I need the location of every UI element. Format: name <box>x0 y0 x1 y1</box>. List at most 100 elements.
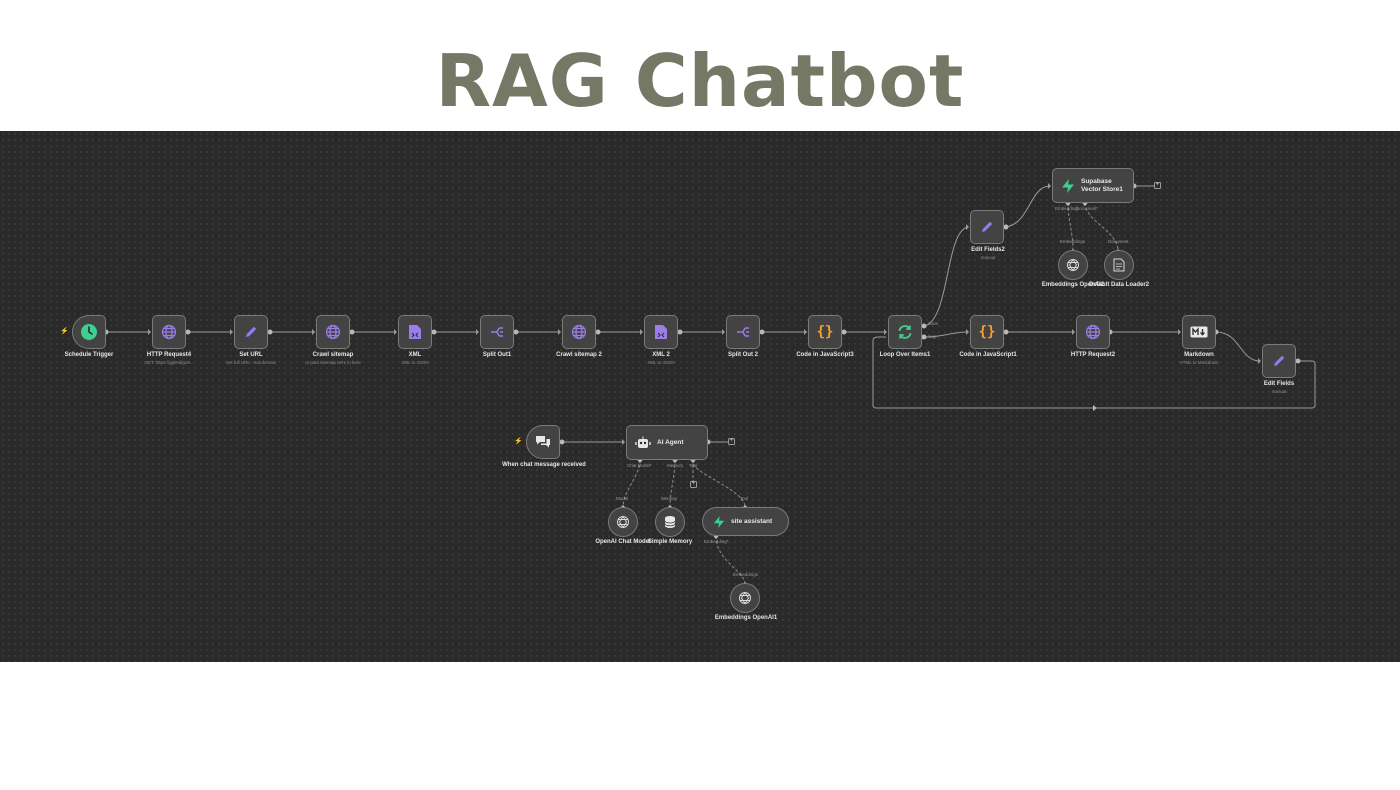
trigger-bolt-icon: ⚡ <box>60 328 69 335</box>
pencil-icon <box>1271 353 1287 369</box>
add-node-button[interactable]: + <box>728 438 735 445</box>
node-label: Split Out1 <box>482 352 512 358</box>
port-label-tool: Tool <box>740 496 749 501</box>
node-embeddings-openai1[interactable] <box>730 583 760 613</box>
node-label: HTTP Request2 <box>1070 352 1116 358</box>
node-openai-chat-model[interactable] <box>608 507 638 537</box>
split-icon <box>489 324 505 340</box>
node-loop-over-items1[interactable] <box>888 315 922 349</box>
node-subtitle: Set full URL --not domain <box>225 360 277 365</box>
node-label: Edit Fields2 <box>971 247 1005 253</box>
node-label: HTTP Request4 <box>146 352 192 358</box>
add-tool-button[interactable]: + <box>690 481 697 488</box>
node-label: Crawl sitemap <box>312 352 354 358</box>
node-label: Markdown <box>1184 352 1214 358</box>
supabase-icon <box>1061 178 1075 194</box>
node-label: When chat message received <box>502 462 586 468</box>
node-label: Set URL <box>239 352 263 358</box>
port-label-memory: Memory <box>661 496 678 501</box>
node-label: AI Agent <box>657 438 684 446</box>
node-markdown[interactable] <box>1182 315 1216 349</box>
node-label: Split Out 2 <box>728 352 758 358</box>
port-label-embeddings: Embeddings <box>1060 239 1086 244</box>
node-crawl-sitemap-2[interactable] <box>562 315 596 349</box>
globe-icon <box>161 324 177 340</box>
node-label: Simple Memory <box>647 539 693 545</box>
port-label-embedding: Embedding* <box>704 539 729 544</box>
node-subtitle: GET: https://gptindigo0... <box>144 360 194 365</box>
port-label-done: done <box>928 321 939 326</box>
node-label: XML <box>408 352 422 358</box>
node-subtitle: HTML to Markdown <box>1179 360 1219 365</box>
pencil-icon <box>243 324 259 340</box>
node-http-request4[interactable] <box>152 315 186 349</box>
node-label: Edit Fields <box>1263 381 1295 387</box>
node-set-url[interactable] <box>234 315 268 349</box>
braces-icon: {} <box>978 324 996 340</box>
node-crawl-sitemap[interactable] <box>316 315 350 349</box>
openai-icon <box>738 591 752 605</box>
node-label: site assistant <box>731 518 773 525</box>
node-supabase-vector-store1[interactable]: Supabase Vector Store1 <box>1052 168 1134 203</box>
node-http-request2[interactable] <box>1076 315 1110 349</box>
robot-icon <box>635 436 651 450</box>
node-subtitle: XML to JSON <box>401 360 429 365</box>
port-label-tool: Tool <box>689 463 698 468</box>
node-label: Supabase Vector Store1 <box>1081 177 1123 193</box>
openai-icon <box>1066 258 1080 272</box>
chat-icon <box>534 434 552 450</box>
port-label-embeddings: Embeddings <box>733 572 759 577</box>
node-xml[interactable] <box>398 315 432 349</box>
page-title: RAG Chatbot <box>435 39 965 123</box>
node-code-in-javascript1[interactable]: {} <box>970 315 1004 349</box>
node-label: Loop Over Items1 <box>879 352 931 358</box>
node-site-assistant[interactable]: site assistant <box>702 507 789 536</box>
globe-icon <box>1085 324 1101 340</box>
pencil-icon <box>979 219 995 235</box>
braces-icon: {} <box>816 324 834 340</box>
port-label-model: Model <box>616 496 629 501</box>
document-icon <box>1113 258 1125 272</box>
node-label: OpenAI Chat Model <box>595 539 651 545</box>
split-icon <box>735 324 751 340</box>
node-ai-agent[interactable]: AI Agent <box>626 425 708 460</box>
node-simple-memory[interactable] <box>655 507 685 537</box>
trigger-bolt-icon: ⚡ <box>514 438 523 445</box>
port-label-document: Document* <box>1076 206 1099 211</box>
node-label: Embeddings OpenAI2 <box>1041 282 1105 288</box>
node-label: Default Data Loader2 <box>1088 282 1149 288</box>
node-edit-fields2[interactable] <box>970 210 1004 244</box>
openai-icon <box>616 515 630 529</box>
node-when-chat-message-received[interactable] <box>526 425 560 459</box>
port-label-document: Document <box>1108 239 1129 244</box>
node-subtitle: XML to JSON <box>647 360 675 365</box>
node-label: Embeddings OpenAI1 <box>714 615 778 621</box>
globe-icon <box>571 324 587 340</box>
workflow-canvas[interactable]: ⚡ Schedule Trigger HTTP Request4 GET: ht… <box>0 131 1400 662</box>
node-subtitle: or past sitemap URL in here <box>305 360 361 365</box>
node-schedule-trigger[interactable] <box>72 315 106 349</box>
port-label-memory: Memory <box>667 463 684 468</box>
clock-icon <box>80 323 98 341</box>
globe-icon <box>325 324 341 340</box>
database-icon <box>664 515 676 529</box>
port-label-loop: loop <box>928 334 937 339</box>
port-label-chat-model: Chat Model* <box>627 463 652 468</box>
node-split-out1[interactable] <box>480 315 514 349</box>
node-subtitle: manual <box>980 255 996 260</box>
connection-wires <box>103 183 1316 587</box>
node-label: XML 2 <box>652 352 670 358</box>
markdown-icon <box>1190 326 1208 338</box>
node-embeddings-openai2[interactable] <box>1058 250 1088 280</box>
node-label: Code in JavaScript3 <box>796 352 854 358</box>
node-code-in-javascript3[interactable]: {} <box>808 315 842 349</box>
node-default-data-loader2[interactable] <box>1104 250 1134 280</box>
node-split-out-2[interactable] <box>726 315 760 349</box>
supabase-icon <box>713 515 725 529</box>
add-node-button[interactable]: + <box>1154 182 1161 189</box>
node-label: Code in JavaScript1 <box>959 352 1017 358</box>
node-xml-2[interactable] <box>644 315 678 349</box>
node-subtitle: manual <box>1271 389 1287 394</box>
xml-file-icon <box>654 324 668 340</box>
node-edit-fields[interactable] <box>1262 344 1296 378</box>
